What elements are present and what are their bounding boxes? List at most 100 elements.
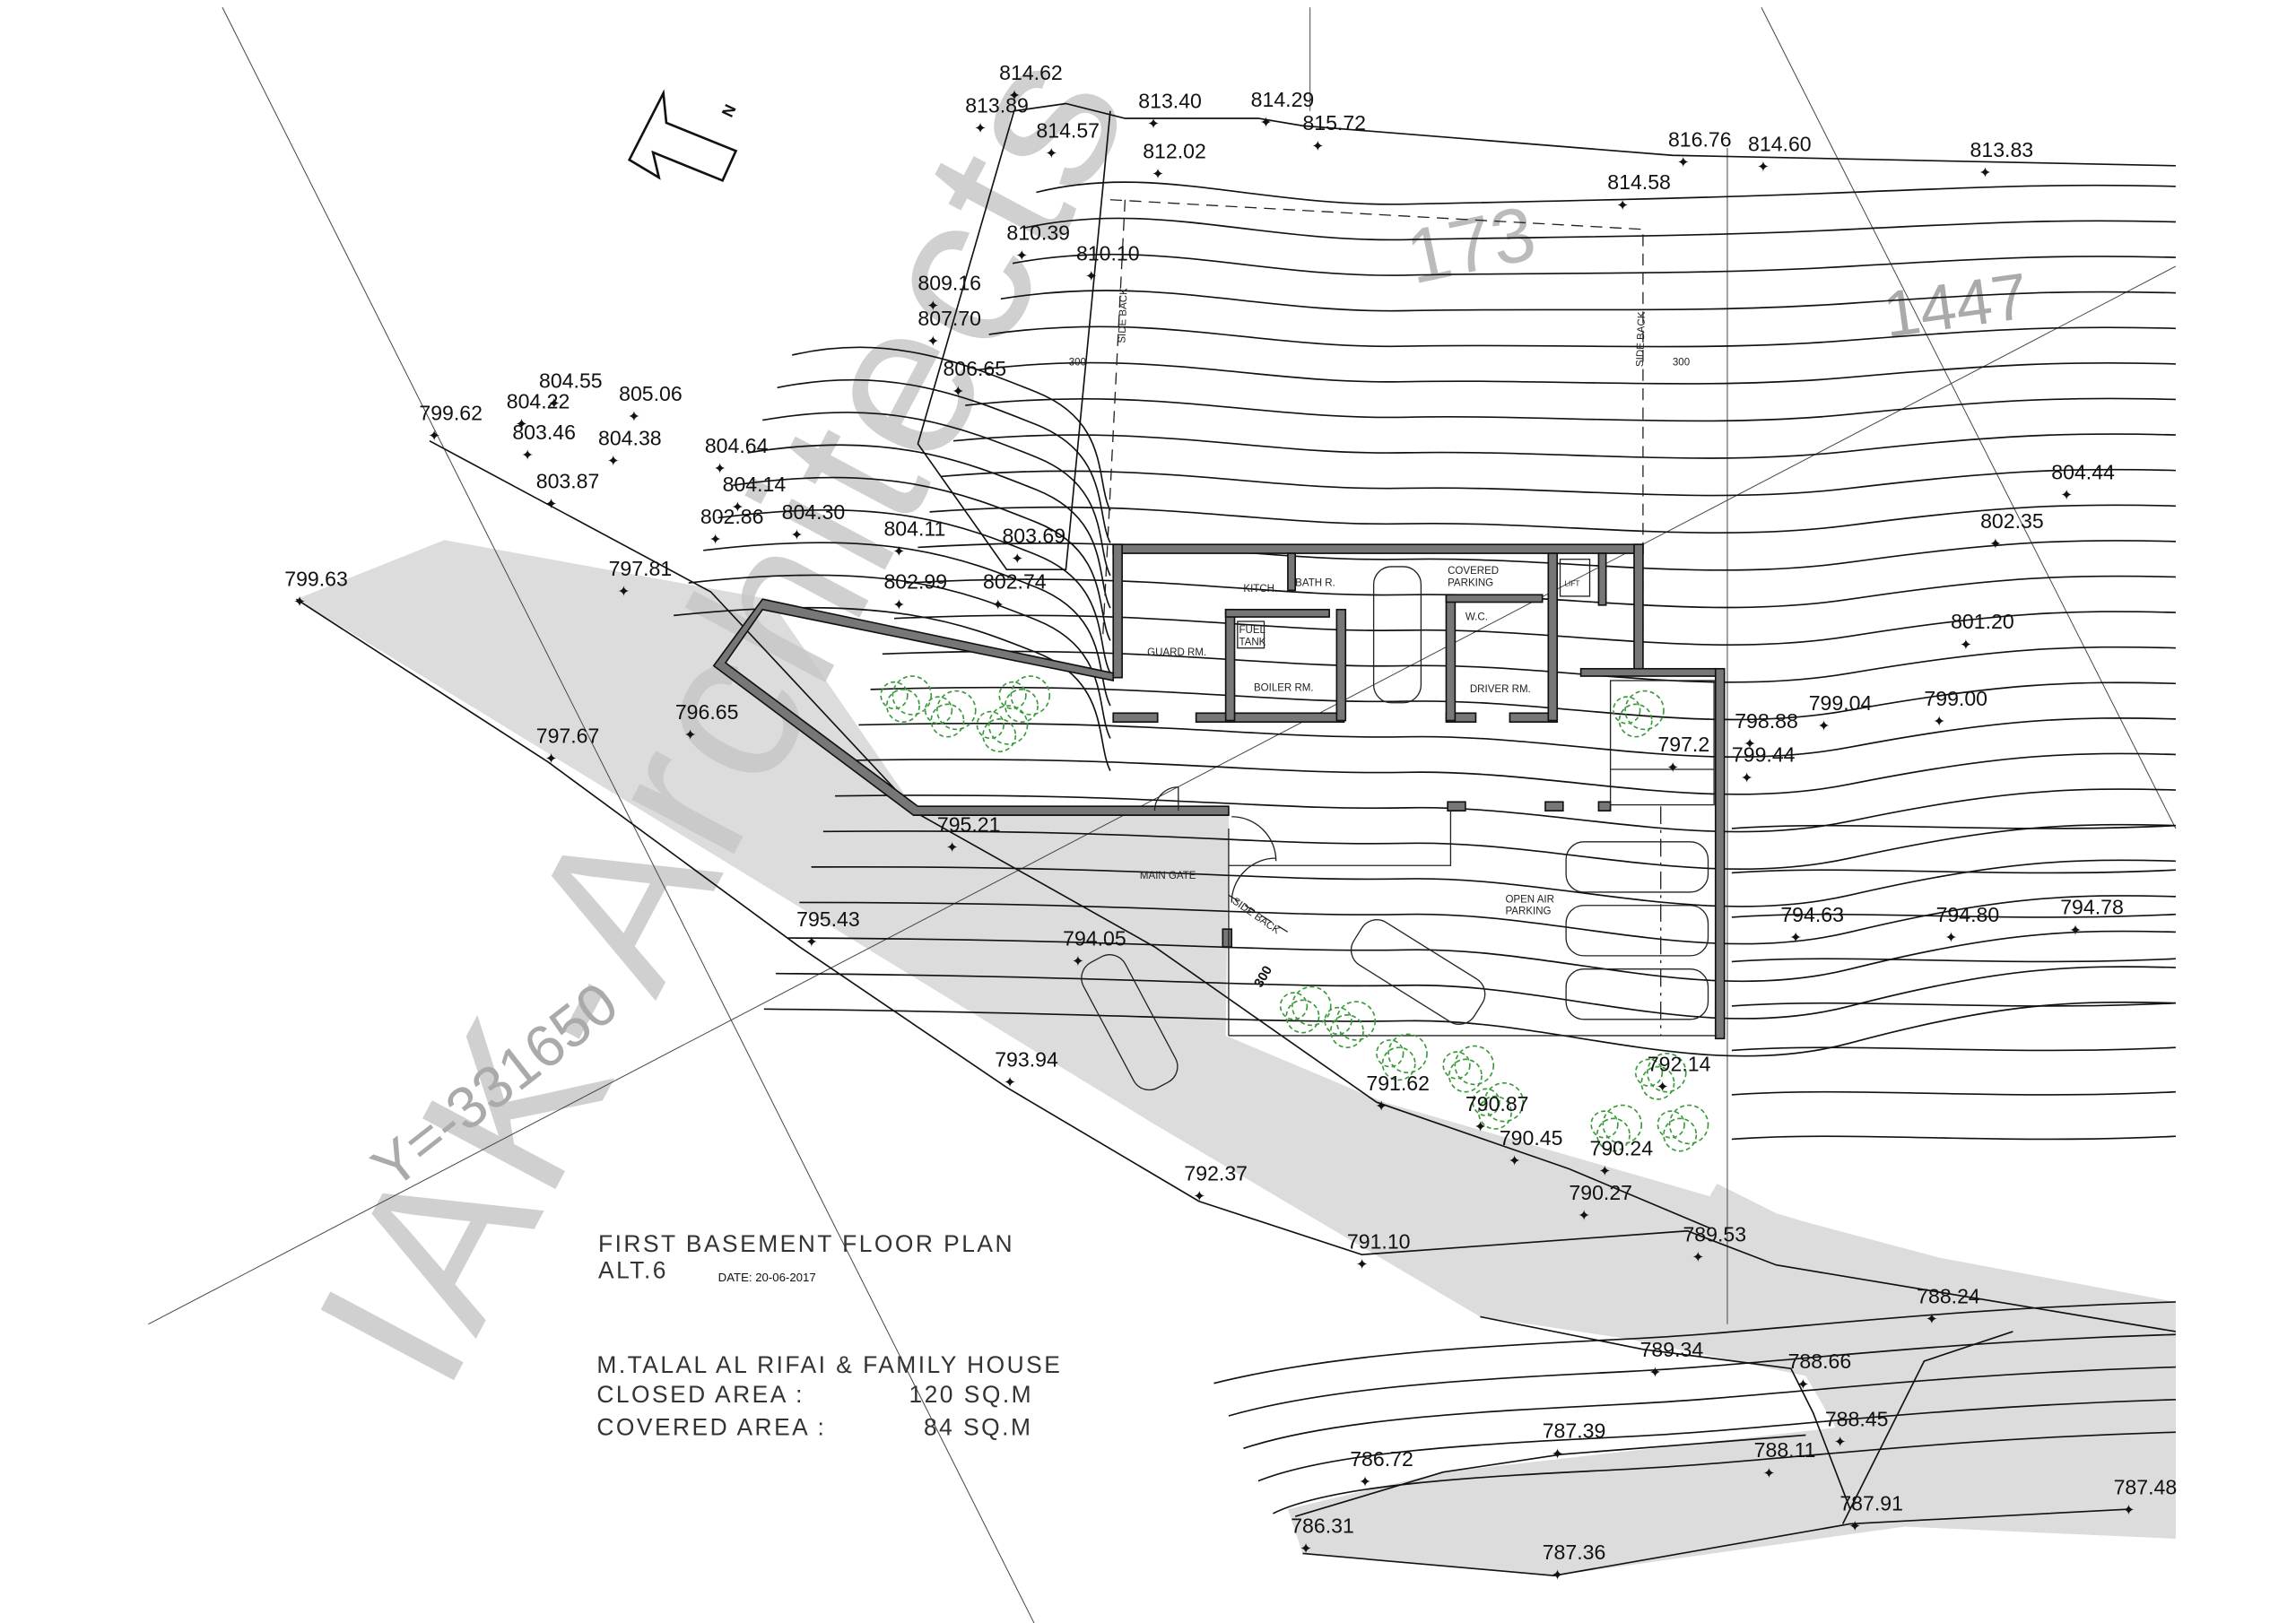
room-label-open-air: OPEN AIR xyxy=(1505,894,1553,905)
elevation-label: 804.11 xyxy=(883,516,945,540)
elevation-label: 802.86 xyxy=(700,505,764,528)
car-covered xyxy=(1372,566,1422,704)
shaded-road-area-2 xyxy=(1628,1183,2176,1539)
elevation-marker-icon: ✦ xyxy=(1960,637,1972,653)
elevation-marker-icon: ✦ xyxy=(1011,551,1023,568)
grid-lines xyxy=(148,7,2177,1623)
tree-icon xyxy=(1387,1033,1428,1074)
elevation-label: 794.78 xyxy=(2060,896,2124,919)
contour-line xyxy=(688,574,1111,739)
elevation-marker-icon: ✦ xyxy=(1666,759,1679,776)
elevation-label: 790.45 xyxy=(1500,1126,1563,1150)
setback-dimension-west: 300 xyxy=(1069,358,1086,369)
contour-line xyxy=(1731,1090,2176,1096)
elevation-marker-icon: ✦ xyxy=(1757,159,1770,175)
elevation-label: 786.31 xyxy=(1291,1514,1354,1537)
elevation-label: 804.64 xyxy=(705,434,769,457)
elevation-marker-icon: ✦ xyxy=(1147,117,1160,133)
room-label-driver: DRIVER RM. xyxy=(1470,684,1531,695)
elevation-label: 802.99 xyxy=(883,570,947,594)
contour-line xyxy=(965,397,2176,422)
elevation-marker-icon: ✦ xyxy=(1260,115,1273,131)
elevation-marker-icon: ✦ xyxy=(805,934,818,950)
room-label-boiler: BOILER RM. xyxy=(1254,683,1314,694)
elevation-marker-icon: ✦ xyxy=(1578,1208,1590,1224)
elevation-label: 809.16 xyxy=(918,271,981,294)
elevation-marker-icon: ✦ xyxy=(293,594,306,610)
tree-icon xyxy=(1472,1088,1500,1116)
cars xyxy=(1081,566,1709,1091)
elevation-marker-icon: ✦ xyxy=(684,727,697,743)
elevation-label: 790.87 xyxy=(1465,1092,1529,1115)
elevation-label: 788.24 xyxy=(1917,1285,1980,1308)
elevation-label: 794.80 xyxy=(1936,903,2000,926)
elevation-marker-icon: ✦ xyxy=(1692,1249,1704,1265)
tree-icon xyxy=(1324,1006,1352,1036)
contour-line xyxy=(1213,1301,2176,1384)
elevation-marker-icon: ✦ xyxy=(1848,1519,1861,1535)
elevation-marker-icon: ✦ xyxy=(1677,154,1690,170)
contour-line xyxy=(718,509,1111,674)
elevation-marker-icon: ✦ xyxy=(1072,953,1084,969)
elevation-label: 805.06 xyxy=(619,382,683,405)
drawing-alternative: ALT.6 xyxy=(598,1257,668,1284)
setback-lines xyxy=(1102,199,1644,933)
contour-line xyxy=(1731,1135,2176,1141)
elevation-label: 787.36 xyxy=(1543,1541,1606,1564)
north-label: N xyxy=(718,101,740,119)
elevation-marker-icon: ✦ xyxy=(1763,1465,1776,1481)
contour-line xyxy=(906,575,2176,609)
tree-icon xyxy=(1596,1117,1631,1152)
elevation-label: 796.65 xyxy=(675,700,739,724)
contour-line xyxy=(1000,290,2176,312)
label-main-gate: MAIN GATE xyxy=(1140,871,1196,881)
contour-lines xyxy=(674,181,2176,1515)
elevation-marker-icon: ✦ xyxy=(1474,1119,1487,1135)
elevation-label: 810.10 xyxy=(1076,241,1140,265)
contour-line xyxy=(1243,1366,2176,1450)
elevation-label: 814.57 xyxy=(1036,118,1100,142)
tree-icon xyxy=(1613,696,1641,725)
setback-dimension-east: 300 xyxy=(1673,358,1690,369)
elevation-marker-icon: ✦ xyxy=(892,597,905,613)
elevation-label: 797.67 xyxy=(536,724,600,747)
elevation-marker-icon: ✦ xyxy=(1509,1153,1521,1169)
setback-label-east: SIDE BACK xyxy=(1635,311,1648,367)
project-name: M.TALAL AL RIFAI & FAMILY HOUSE xyxy=(596,1351,1062,1378)
contour-line xyxy=(988,325,2176,348)
elevation-marker-icon: ✦ xyxy=(1552,1446,1564,1462)
elevation-marker-icon: ✦ xyxy=(1979,165,1991,181)
elevation-label: 804.38 xyxy=(598,427,662,450)
elevation-marker-icon: ✦ xyxy=(1945,930,1958,946)
room-label-lift: LIFT xyxy=(1564,579,1579,587)
elevation-label: 802.35 xyxy=(1980,509,2044,533)
contour-line xyxy=(870,681,2176,721)
elevation-marker-icon: ✦ xyxy=(521,447,534,464)
elevation-label: 804.44 xyxy=(2051,461,2115,484)
elevation-label: 787.91 xyxy=(1839,1492,1903,1515)
elevation-label: 790.24 xyxy=(1590,1137,1654,1160)
elevation-label: 804.55 xyxy=(539,369,603,392)
tree-icon xyxy=(1335,1001,1377,1041)
elevation-label: 814.62 xyxy=(999,61,1063,84)
interior-lines xyxy=(1153,559,1718,1037)
elevation-marker-icon: ✦ xyxy=(1744,736,1756,752)
room-label-wc: W.C. xyxy=(1465,612,1488,622)
room-label-bath: BATH R. xyxy=(1295,577,1335,588)
elevation-label: 813.40 xyxy=(1138,89,1202,112)
contour-line xyxy=(733,476,1111,641)
closed-area-value: 120 SQ.M xyxy=(909,1381,1034,1408)
elevation-label: 792.37 xyxy=(1184,1162,1248,1185)
contour-line xyxy=(1731,1046,2176,1052)
elevation-label: 791.10 xyxy=(1347,1230,1411,1254)
elevation-marker-icon: ✦ xyxy=(714,461,726,477)
elevation-marker-icon: ✦ xyxy=(1926,1312,1938,1328)
elevation-marker-icon: ✦ xyxy=(926,334,939,350)
contour-line xyxy=(822,823,2176,871)
tree-icon xyxy=(1381,1046,1416,1081)
elevation-label: 795.21 xyxy=(937,812,1001,836)
elevation-label: 803.87 xyxy=(536,469,600,492)
elevation-marker-icon: ✦ xyxy=(1045,146,1057,162)
elevation-marker-icon: ✦ xyxy=(428,429,440,445)
